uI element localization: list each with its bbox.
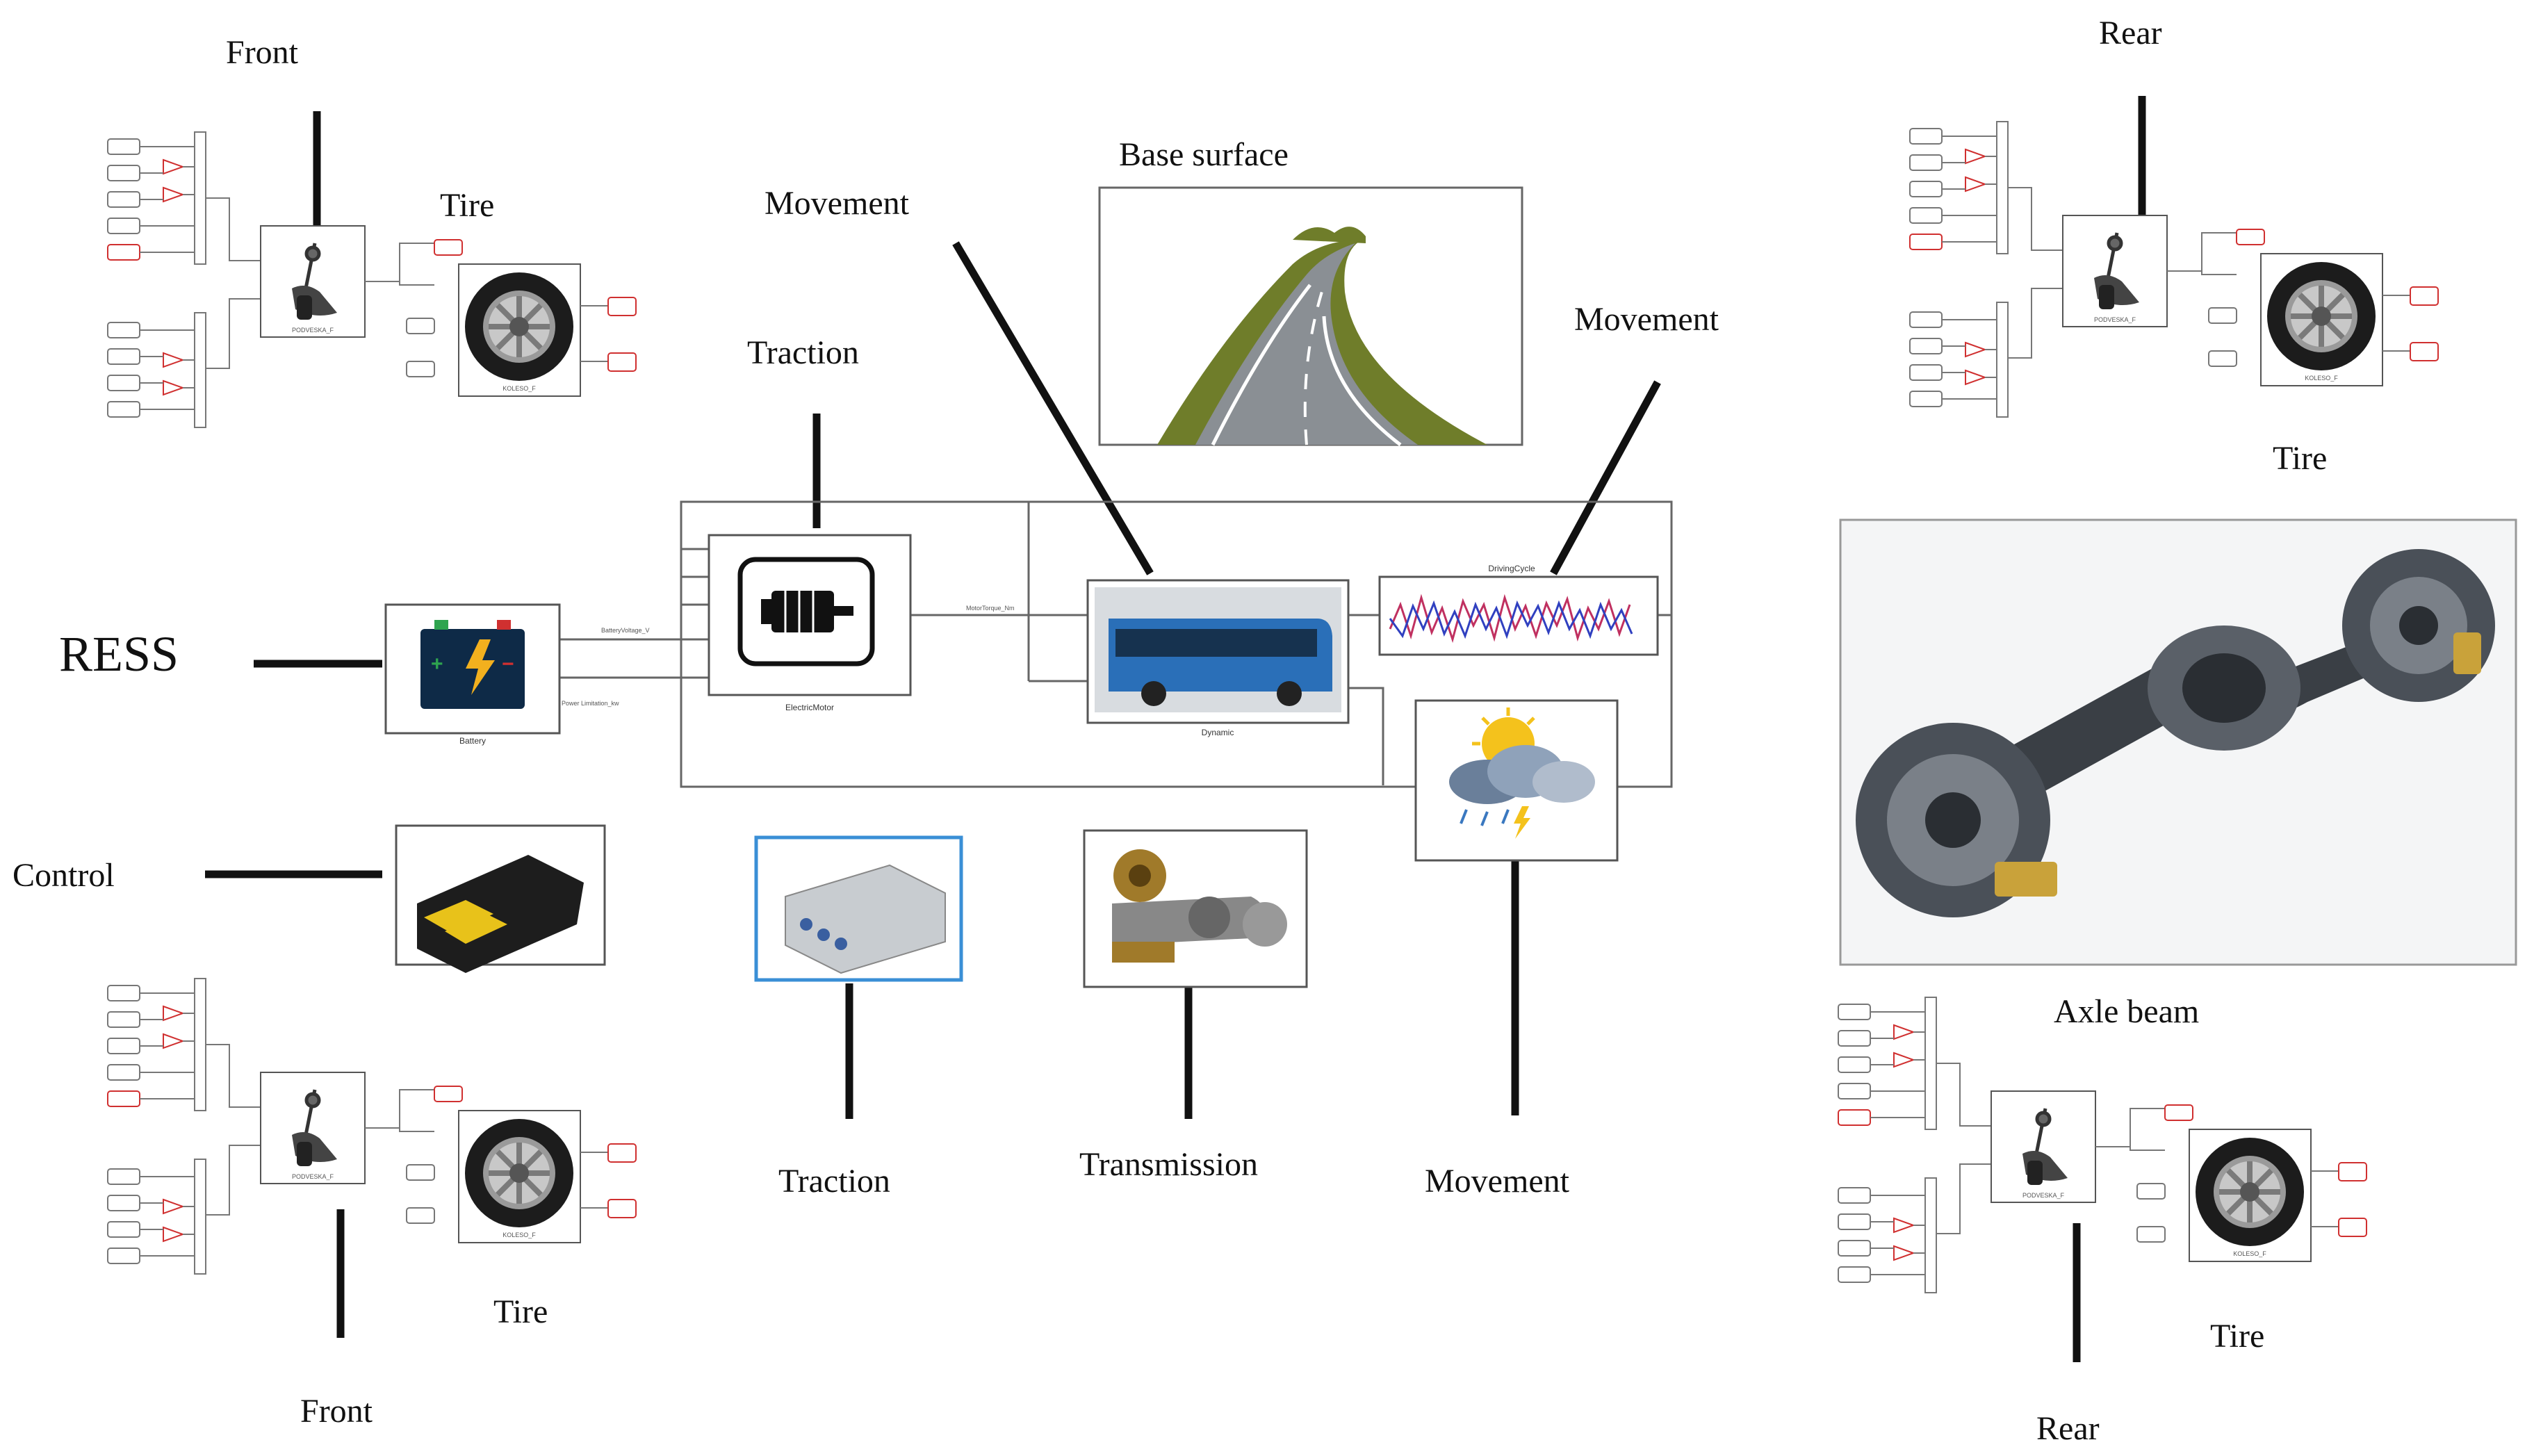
- front-suspension-top[interactable]: [108, 132, 636, 427]
- driving-cycle-block[interactable]: DrivingCycle: [1378, 564, 1659, 656]
- label-transmission: Transmission: [1079, 1146, 1258, 1183]
- label-front-top: Front: [226, 34, 299, 71]
- svg-text:+: +: [431, 653, 443, 676]
- electric-motor-label: ElectricMotor: [785, 703, 834, 712]
- controller-block[interactable]: [395, 824, 606, 973]
- svg-text:−: −: [502, 653, 514, 676]
- rear-suspension-bottom[interactable]: [1838, 997, 2367, 1293]
- label-axle-beam: Axle beam: [2054, 993, 2200, 1030]
- signal-motor-torque: MotorTorque_Nm: [966, 605, 1015, 612]
- transmission-block[interactable]: [1083, 829, 1308, 988]
- label-tire-bottom-left: Tire: [493, 1293, 548, 1330]
- label-traction-top: Traction: [747, 334, 859, 371]
- signal-wiring: [559, 500, 1673, 788]
- label-front-bottom: Front: [300, 1393, 373, 1430]
- lightning-icon: [466, 639, 495, 695]
- label-tire-top-left: Tire: [440, 187, 495, 224]
- axle-beam-image: [1839, 518, 2517, 966]
- signal-labels: BatteryVoltage_V Power Limitation_kw Mot…: [562, 605, 1015, 707]
- label-ress: RESS: [59, 626, 179, 682]
- label-traction-bottom: Traction: [778, 1163, 890, 1200]
- label-tire-top-right: Tire: [2273, 440, 2328, 477]
- label-rear-top: Rear: [2099, 15, 2162, 51]
- base-surface-block[interactable]: [1098, 186, 1523, 446]
- dynamic-block-label: Dynamic: [1202, 728, 1234, 737]
- label-movement-right: Movement: [1574, 301, 1719, 338]
- label-movement-center: Movement: [765, 185, 909, 222]
- rear-suspension-top[interactable]: [1910, 122, 2438, 417]
- battery-block[interactable]: + − Battery: [384, 603, 561, 746]
- label-rear-bottom: Rear: [2036, 1410, 2100, 1447]
- battery-block-label: Battery: [459, 736, 486, 746]
- label-control: Control: [13, 857, 115, 894]
- label-movement-bottom: Movement: [1425, 1163, 1569, 1200]
- pointer-lines: [205, 96, 2146, 1362]
- label-tire-bottom-right: Tire: [2210, 1318, 2265, 1355]
- label-base-surface: Base surface: [1119, 136, 1289, 173]
- front-suspension-bottom[interactable]: [108, 979, 636, 1274]
- electric-motor-block[interactable]: ElectricMotor: [708, 534, 912, 712]
- dynamic-block[interactable]: Dynamic: [1086, 579, 1350, 737]
- signal-battery-voltage: BatteryVoltage_V: [601, 627, 650, 634]
- climate-conditions-block[interactable]: [1414, 699, 1619, 862]
- signal-power-limitation: Power Limitation_kw: [562, 700, 619, 707]
- inverter-block[interactable]: [754, 835, 963, 982]
- driving-cycle-label: DrivingCycle: [1488, 564, 1535, 573]
